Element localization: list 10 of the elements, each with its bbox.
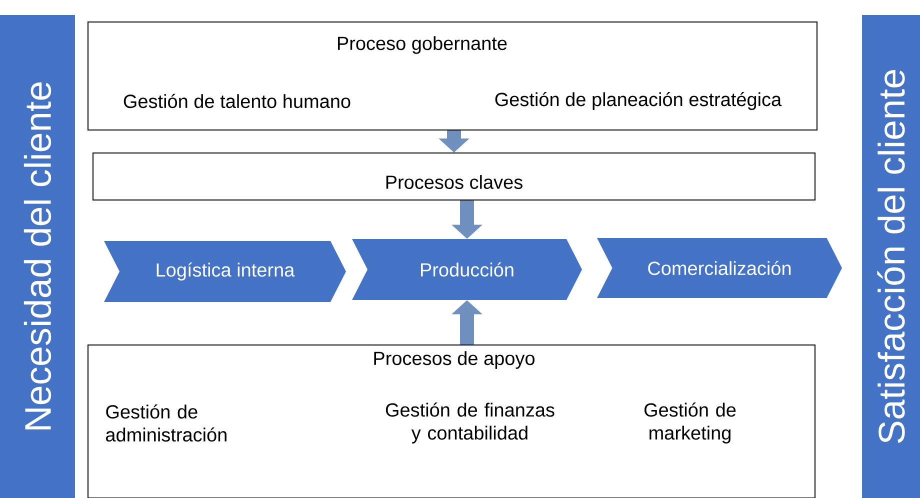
- box-title: Procesos de apoyo: [374, 351, 534, 369]
- process-label: Gestión de talento humano: [124, 94, 350, 108]
- side-band: Satisfacción del cliente: [862, 15, 920, 498]
- process-label: Gestión de marketing: [644, 402, 736, 444]
- process-label: Gestión de planeación estratégica: [495, 92, 782, 110]
- side-band: Necesidad del cliente: [0, 15, 75, 498]
- box-title: Procesos claves: [386, 175, 522, 189]
- box-title: Proceso gobernante: [338, 36, 507, 54]
- process-label: Gestión de administración: [106, 404, 226, 442]
- process-label: Gestión de finanzas y contabilidad: [386, 402, 554, 444]
